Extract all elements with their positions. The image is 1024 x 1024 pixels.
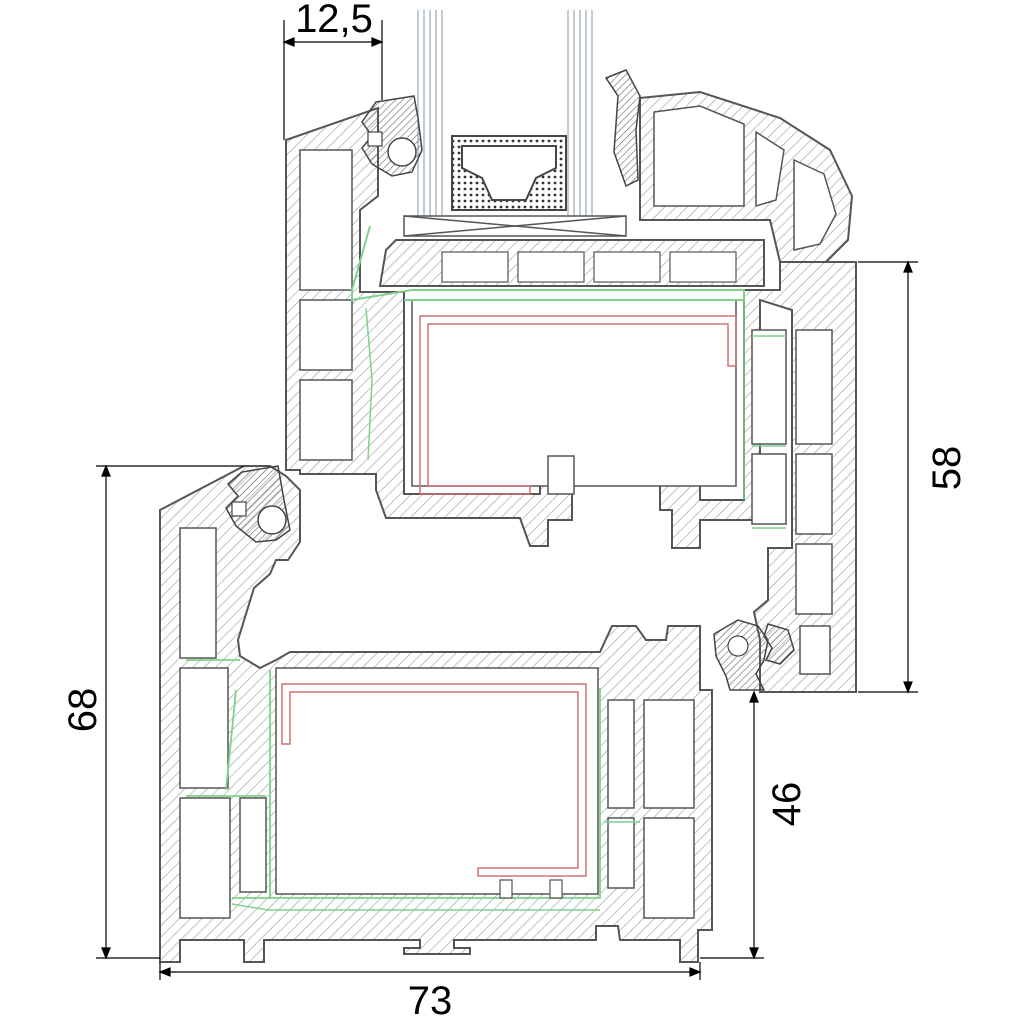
glazing-bead — [604, 69, 854, 263]
dim-label-total-depth: 73 — [408, 979, 453, 1023]
dim-label-sash-height: 58 — [925, 446, 969, 491]
glass-spacer — [451, 135, 567, 211]
glazing-support — [378, 239, 765, 287]
dim-label-frame-inner-height: 46 — [765, 782, 809, 827]
sash-gasket — [361, 95, 423, 177]
dimension-labels: 12,5 58 68 46 73 — [61, 0, 969, 1023]
frame-profile — [159, 465, 713, 963]
frame-gasket — [225, 465, 291, 543]
sash-profile — [285, 106, 857, 693]
dim-label-frame-height: 68 — [61, 688, 105, 733]
dim-label-glazing-bead: 12,5 — [295, 0, 373, 41]
glazing-block — [403, 215, 627, 237]
glass-unit — [417, 10, 593, 218]
dimension-lines — [96, 20, 918, 980]
center-gasket — [713, 619, 795, 691]
